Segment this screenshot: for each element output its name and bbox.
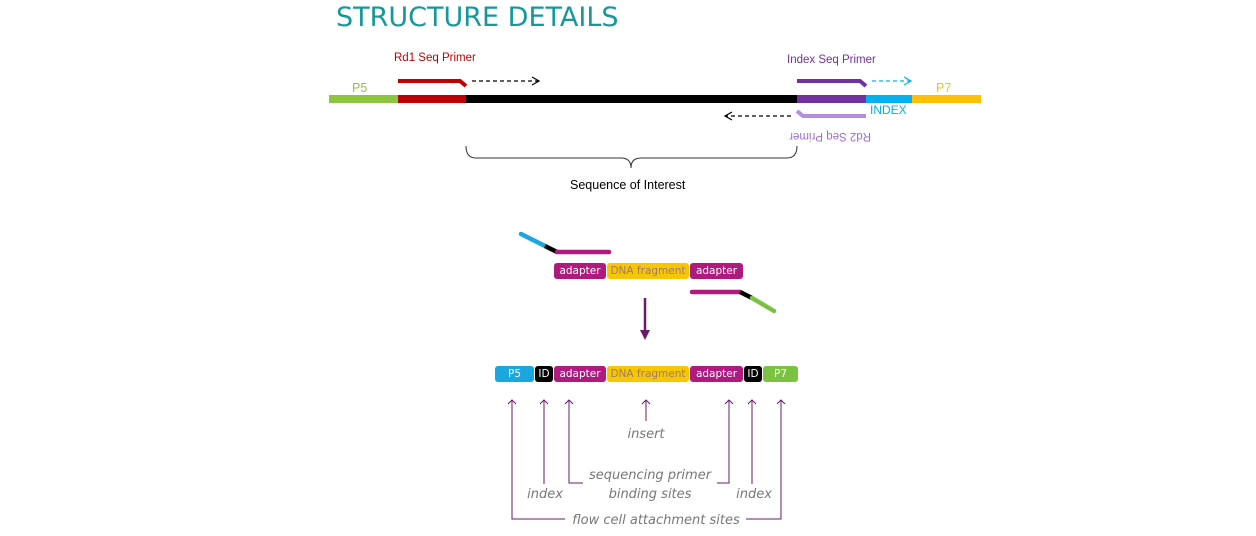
rd1-segment [398, 95, 466, 103]
p5-label: P5 [352, 81, 368, 95]
rd2-primer-arrow [795, 109, 866, 118]
flow-cell-right-pointer [746, 399, 786, 520]
seq-primer-annotation-line1: sequencing primer [588, 468, 712, 483]
sequence-of-interest-brace [465, 145, 798, 169]
seq-primer-left-pointer [564, 399, 583, 484]
library-adapter-left-box: adapter [554, 366, 606, 382]
left-adapter-p5-tail [518, 231, 548, 249]
flow-cell-annotation: flow cell attachment sites [572, 513, 740, 528]
library-dna-fragment-box: DNA fragment [607, 366, 689, 382]
insert-segment [466, 95, 797, 103]
adapter-box-right: adapter [690, 263, 743, 279]
index-label: INDEX [870, 103, 907, 117]
rd2-primer-label: Rd2 Seq Primer [789, 130, 871, 142]
index-annotation-right: index [736, 487, 772, 502]
right-adapter-p7-tail [749, 295, 777, 314]
adapter-box-left: adapter [554, 263, 606, 279]
library-p5-box: P5 [495, 366, 534, 382]
ligation-down-arrowhead [640, 330, 650, 340]
library-p7-box: P7 [763, 366, 798, 382]
index-primer-segment [797, 95, 866, 103]
library-adapter-right-box: adapter [690, 366, 743, 382]
rd1-primer-arrow [398, 79, 468, 88]
seq-primer-annotation-line2: binding sites [608, 487, 692, 502]
flow-cell-left-pointer [507, 399, 565, 520]
insert-annotation: insert [627, 427, 665, 442]
p7-segment [912, 95, 981, 103]
sequence-of-interest-label: Sequence of Interest [570, 178, 686, 192]
page-title: STRUCTURE DETAILS [336, 2, 619, 33]
index-primer-arrow [797, 79, 868, 88]
p5-segment [329, 95, 398, 103]
library-id-right-box: ID [744, 366, 762, 382]
index-annotation-left: index [527, 487, 563, 502]
rd1-primer-label: Rd1 Seq Primer [394, 52, 476, 64]
p7-label: P7 [936, 81, 952, 95]
index-segment [866, 95, 912, 103]
dna-fragment-box: DNA fragment [607, 263, 689, 279]
library-id-left-box: ID [535, 366, 553, 382]
index-primer-label: Index Seq Primer [787, 54, 876, 66]
seq-primer-right-pointer [717, 399, 734, 484]
